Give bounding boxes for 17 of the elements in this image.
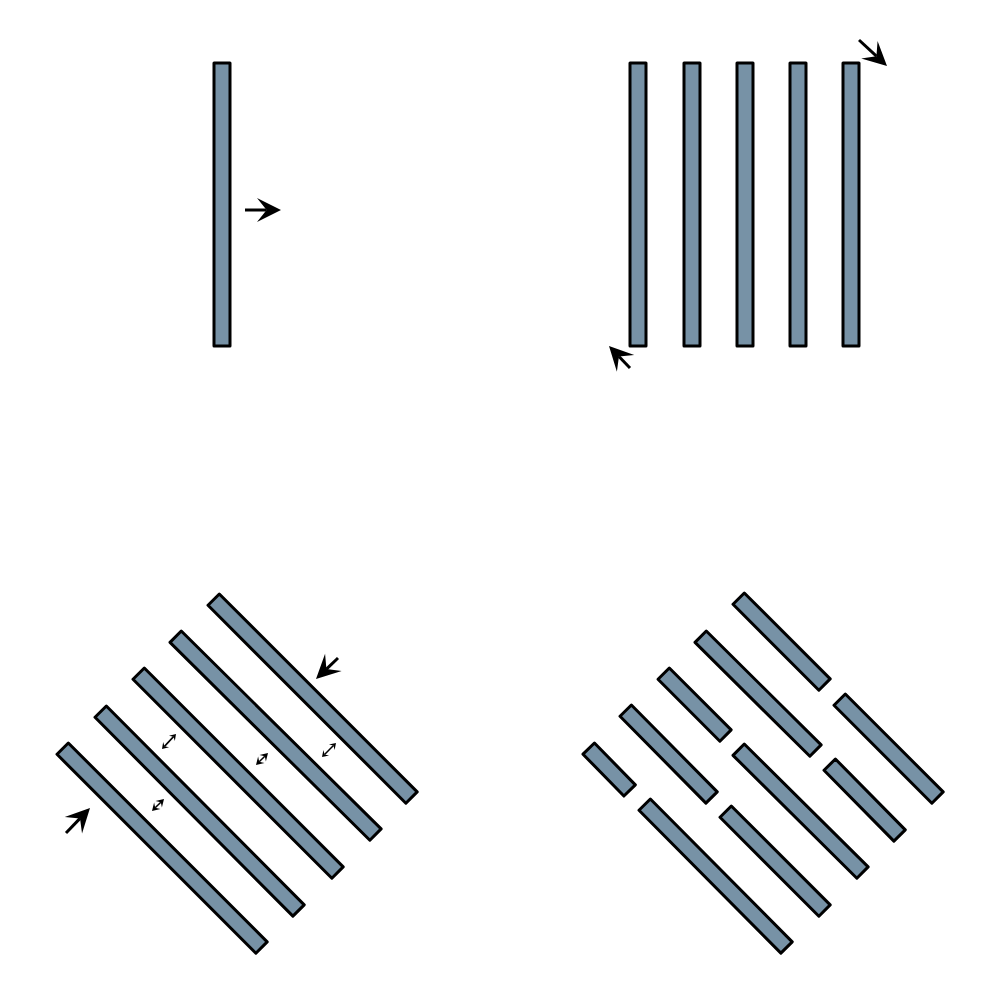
bar	[168, 629, 384, 843]
bar	[731, 591, 833, 693]
bar	[628, 60, 648, 348]
bar	[682, 60, 702, 348]
bar	[206, 592, 420, 806]
bar	[822, 757, 908, 844]
bar	[93, 704, 307, 919]
bar	[581, 741, 638, 799]
bar	[841, 60, 861, 348]
bar	[788, 60, 808, 348]
bar	[735, 60, 755, 348]
bar	[131, 666, 346, 881]
bar	[718, 804, 833, 919]
bar	[832, 692, 946, 806]
bar	[55, 741, 270, 956]
bar	[212, 60, 232, 348]
bar	[656, 666, 734, 744]
